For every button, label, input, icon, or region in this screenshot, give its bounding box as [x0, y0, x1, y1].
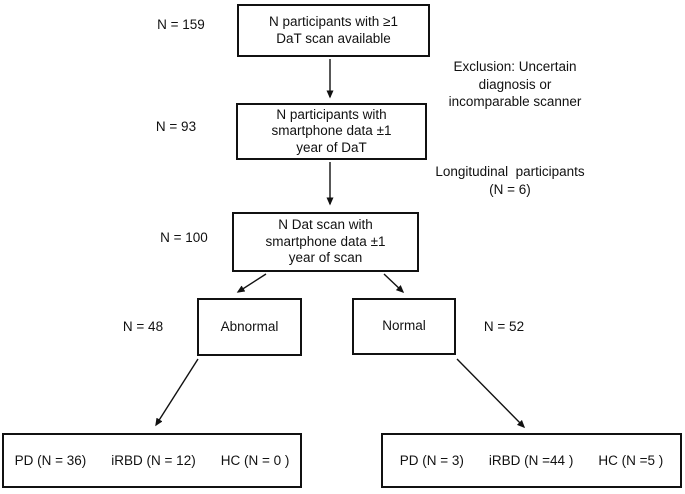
node-text-line: N participants with ≥1: [269, 14, 398, 29]
annotation-line: (N = 6): [489, 181, 531, 197]
node-text-line: smartphone data ±1: [271, 123, 392, 139]
count-label-48: N = 48: [122, 319, 164, 334]
group-irbd: iRBD (N = 12): [111, 453, 196, 468]
node-text-line: Abnormal: [220, 318, 279, 334]
node-scan-available: N participants with ≥1 DaT scan availabl…: [237, 4, 430, 57]
annotation-line: incomparable scanner: [448, 94, 582, 109]
node-normal-groups: PD (N = 3) iRBD (N =44 ) HC (N =5 ): [381, 433, 682, 488]
count-label-52: N = 52: [483, 319, 525, 334]
arrow-scan-to-normal: [383, 273, 405, 294]
node-text-line: DaT scan available: [276, 30, 391, 46]
group-hc: HC (N = 0 ): [220, 453, 290, 468]
arrow-abnormal-to-groups: [155, 358, 199, 427]
node-text-line: smartphone data ±1: [265, 233, 386, 249]
node-text-line: year of scan: [288, 250, 363, 266]
group-pd: PD (N = 36): [14, 453, 87, 468]
node-abnormal: Abnormal: [197, 298, 302, 356]
annotation-longitudinal: Longitudinal participants (N = 6): [422, 163, 598, 198]
group-irbd: iRBD (N =44 ): [488, 453, 574, 468]
annotation-exclusion: Exclusion: Uncertain diagnosis or incomp…: [424, 58, 606, 111]
annotation-line: Longitudinal participants: [435, 164, 585, 179]
node-text-line: N participants with: [276, 106, 387, 122]
count-label-159: N = 159: [157, 17, 205, 32]
group-pd: PD (N = 3): [399, 453, 464, 468]
node-smartphone-dat: N participants with smartphone data ±1 y…: [236, 103, 427, 160]
node-normal: Normal: [352, 298, 456, 355]
group-hc: HC (N =5 ): [598, 453, 664, 468]
node-dat-scan-window: N Dat scan with smartphone data ±1 year …: [232, 212, 419, 272]
arrow-scan-to-abnormal: [236, 273, 267, 293]
node-text-line: year of DaT: [296, 139, 367, 155]
arrow-normal-to-groups: [456, 358, 526, 429]
node-abnormal-groups: PD (N = 36) iRBD (N = 12) HC (N = 0 ): [2, 433, 302, 488]
node-text-line: N Dat scan with: [278, 217, 373, 233]
count-label-100: N = 100: [160, 230, 208, 245]
annotation-line: Exclusion: Uncertain: [453, 59, 577, 74]
annotation-line: diagnosis or: [478, 76, 552, 92]
node-text-line: Normal: [382, 318, 426, 334]
count-label-93: N = 93: [155, 119, 197, 134]
